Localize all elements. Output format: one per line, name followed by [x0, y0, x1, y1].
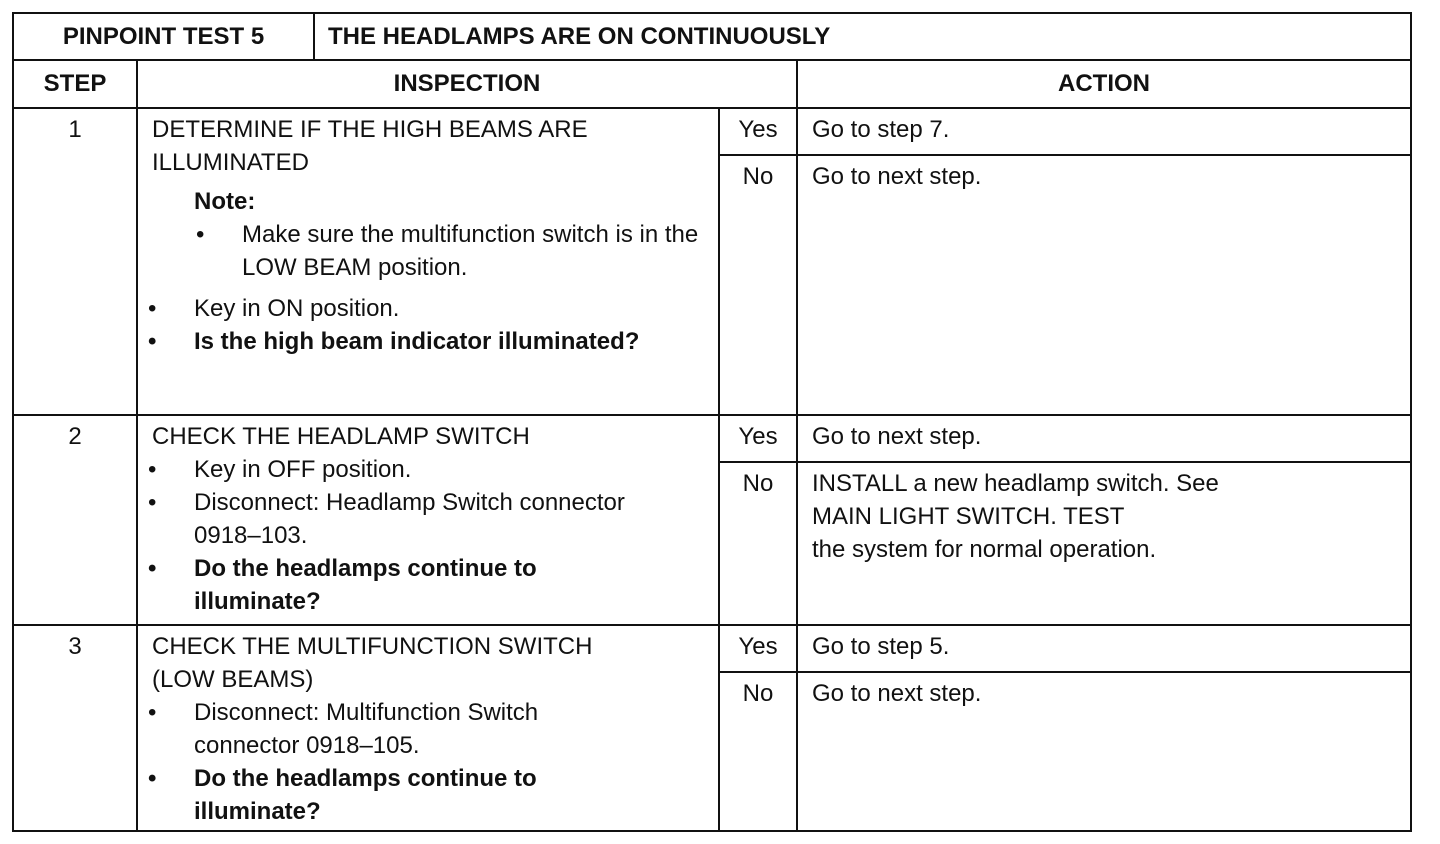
step-number: 2 [14, 416, 138, 624]
action-cell: Go to next step. INSTALL a new headlamp … [798, 416, 1410, 624]
yes-label: Yes [720, 109, 796, 156]
yes-label: Yes [720, 416, 796, 463]
list-item: Disconnect: Multifunction Switch connect… [146, 696, 706, 762]
no-action-line: MAIN LIGHT SWITCH. TEST [812, 503, 1125, 530]
column-header-step-label: STEP [43, 70, 107, 97]
note-item: Make sure the multifunction switch is in… [194, 218, 706, 284]
list-item: Is the high beam indicator illuminated? [146, 325, 706, 358]
inspection-list: Disconnect: Multifunction Switch connect… [146, 696, 706, 828]
step-number: 1 [14, 109, 138, 414]
note-label: Note: [194, 188, 256, 215]
test-id-cell: PINPOINT TEST 5 [14, 14, 315, 59]
column-header-inspection: INSPECTION [138, 61, 798, 107]
yes-no-column: Yes No [720, 109, 798, 414]
action-cell: Go to step 7. Go to next step. [798, 109, 1410, 414]
no-label: No [742, 470, 774, 497]
no-action: Go to next step. [812, 680, 982, 707]
column-header-inspection-label: INSPECTION [393, 70, 541, 97]
step-heading: (LOW BEAMS) [152, 666, 314, 693]
test-name: THE HEADLAMPS ARE ON CONTINUOUSLY [328, 22, 831, 50]
inspection-cell: CHECK THE MULTIFUNCTION SWITCH (LOW BEAM… [138, 626, 720, 832]
yes-no-column: Yes No [720, 626, 798, 832]
note-block: Note: Make sure the multifunction switch… [152, 185, 706, 284]
no-action-line: the system for normal operation. [812, 536, 1157, 563]
step-number: 3 [14, 626, 138, 832]
step-number-text: 3 [68, 633, 82, 660]
yes-label: Yes [720, 626, 796, 673]
list-item: Do the headlamps continue to illuminate? [146, 552, 706, 618]
no-action: INSTALL a new headlamp switch. See MAIN … [798, 463, 1410, 566]
column-header-action: ACTION [798, 61, 1410, 107]
no-action: Go to next step. [812, 163, 982, 190]
column-header-action-label: ACTION [1058, 70, 1150, 97]
step-heading: CHECK THE MULTIFUNCTION SWITCH [152, 633, 593, 660]
table-row: 1 DETERMINE IF THE HIGH BEAMS ARE ILLUMI… [14, 109, 1410, 416]
list-item: Key in OFF position. [146, 453, 706, 486]
inspection-cell: CHECK THE HEADLAMP SWITCH Key in OFF pos… [138, 416, 720, 624]
yes-action: Go to next step. [798, 416, 1410, 463]
inspection-cell: DETERMINE IF THE HIGH BEAMS ARE ILLUMINA… [138, 109, 720, 414]
column-header-row: STEP INSPECTION ACTION [14, 61, 1410, 109]
table-row: 3 CHECK THE MULTIFUNCTION SWITCH (LOW BE… [14, 626, 1410, 832]
table-title-row: PINPOINT TEST 5 THE HEADLAMPS ARE ON CON… [14, 14, 1410, 61]
list-item: Do the headlamps continue to illuminate? [146, 762, 706, 828]
table-row: 2 CHECK THE HEADLAMP SWITCH Key in OFF p… [14, 416, 1410, 626]
test-id: PINPOINT TEST 5 [62, 22, 265, 50]
no-label: No [742, 163, 774, 190]
no-action-line: INSTALL a new headlamp switch. See [812, 470, 1219, 497]
step-heading: DETERMINE IF THE HIGH BEAMS ARE [152, 116, 588, 143]
step-number-text: 1 [68, 116, 82, 143]
list-item: Key in ON position. [146, 292, 706, 325]
yes-no-column: Yes No [720, 416, 798, 624]
yes-action: Go to step 7. [798, 109, 1410, 156]
step-heading: ILLUMINATED [152, 149, 309, 176]
yes-action: Go to step 5. [798, 626, 1410, 673]
inspection-list: Key in OFF position. Disconnect: Headlam… [146, 453, 706, 618]
pinpoint-test-table: PINPOINT TEST 5 THE HEADLAMPS ARE ON CON… [12, 12, 1412, 832]
step-heading: CHECK THE HEADLAMP SWITCH [152, 423, 530, 450]
inspection-list: Key in ON position. Is the high beam ind… [146, 292, 706, 358]
no-label: No [742, 680, 774, 707]
action-cell: Go to step 5. Go to next step. [798, 626, 1410, 832]
note-list: Make sure the multifunction switch is in… [194, 218, 706, 284]
test-name-cell: THE HEADLAMPS ARE ON CONTINUOUSLY [315, 14, 1410, 59]
step-number-text: 2 [68, 423, 82, 450]
column-header-step: STEP [14, 61, 138, 107]
list-item: Disconnect: Headlamp Switch connector 09… [146, 486, 706, 552]
